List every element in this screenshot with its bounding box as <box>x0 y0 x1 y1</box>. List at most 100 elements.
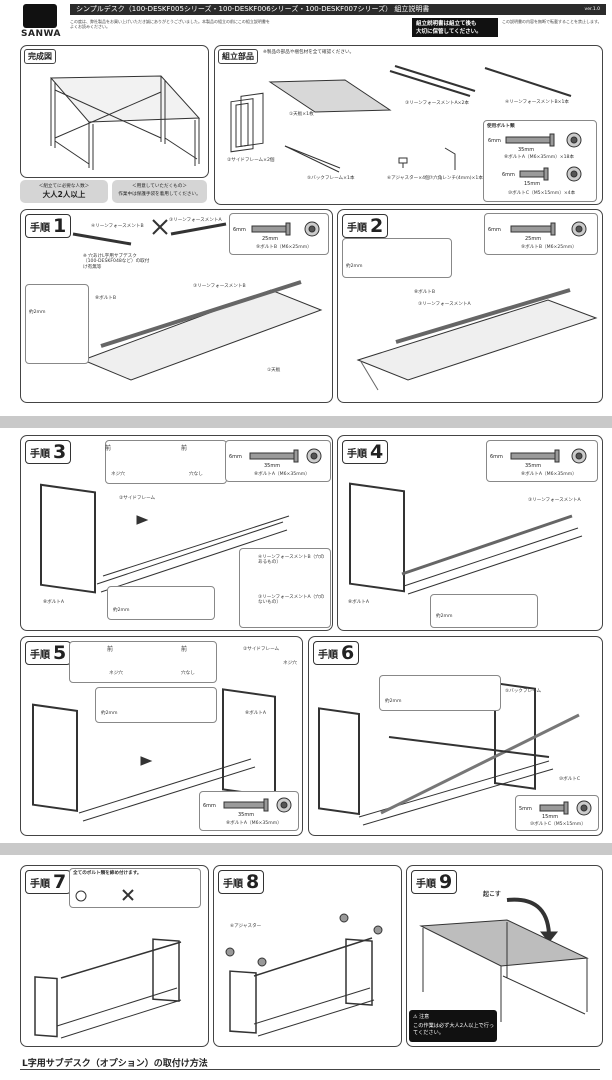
step-1-bolt-dia: 6mm <box>233 227 246 233</box>
step-5-bolt-name: ⑧ボルトA（M6×35mm） <box>226 821 282 826</box>
step-1-bolt-box: 6mm 25mm ⑨ボルトB（M6×25mm） <box>229 213 329 255</box>
caution-label: 注意 <box>419 1014 430 1020</box>
step-6-bolt-len: 15mm <box>542 814 559 820</box>
step-5-bolt-dia: 6mm <box>203 803 216 809</box>
step-6-bolt-box: 5mm 15mm ⑩ボルトC（M5×15mm） <box>515 795 599 831</box>
step-6-bolt-name: ⑩ボルトC（M5×15mm） <box>530 822 586 827</box>
bolt-a-length: 35mm <box>518 147 535 153</box>
step-5-bolt-box: 6mm 35mm ⑧ボルトA（M6×35mm） <box>199 791 299 831</box>
step-1-reinf-label: ③リーンフォースメントB <box>193 284 246 289</box>
part-side-frame-label: ②サイドフレーム×2個 <box>227 158 275 163</box>
step-1-bolt-name: ⑨ボルトB（M6×25mm） <box>256 245 312 250</box>
step-3-bolt-label: ⑧ボルトA <box>43 600 65 605</box>
parts-panel: 組立部品 ※製品の部品や梱包材を全て確認ください。 ①天板×1枚 ②サイドフレー… <box>214 45 603 205</box>
step-5-front-label2: 前 <box>181 646 188 653</box>
brand-mark-icon <box>23 4 57 28</box>
version-label: ver.1.0 <box>584 7 600 12</box>
copyright-note: この説明書の内容を無断で転載することを禁止します。 <box>502 19 602 24</box>
document-title-bar: シンプルデスク（100-DESKF005シリーズ・100-DESKF006シリー… <box>70 4 606 15</box>
step-number: 4 <box>370 440 384 463</box>
step-3-reinf-b-label: ④リーンフォースメントB（穴のあるもの） <box>258 555 325 566</box>
bolt-icon <box>510 448 587 464</box>
parts-title: 組立部品 <box>218 49 258 64</box>
step-3-gap-check-box <box>107 586 215 620</box>
step-9-raise-label: 起こす <box>483 891 501 898</box>
step-3-reinforcement-box: ④リーンフォースメントB（穴のあるもの） ③リーンフォースメントA（穴のないもの… <box>239 548 331 628</box>
part-reinforcement-a-label: ③リーンフォースメントA×2本 <box>405 101 469 106</box>
step-1-reinf-a-label: ③リーンフォースメントA <box>169 218 222 223</box>
step-5-screw-hole: ネジ穴 <box>109 671 123 676</box>
bolt-c-diameter: 6mm <box>502 172 515 178</box>
step-number: 6 <box>341 641 355 664</box>
step-2-reinf-label: ③リーンフォースメントA <box>418 302 471 307</box>
step-3-front-label2: 前 <box>181 445 188 452</box>
step-word: 手順 <box>318 649 338 661</box>
step-word: 手順 <box>30 222 50 234</box>
step-5-gap-label: 約2mm <box>101 711 118 716</box>
part-back-frame-label: ⑤バックフレーム×1本 <box>307 176 355 181</box>
l-desk-section-heading: L字用サブデスク（オプション）の取付け方法 <box>22 1059 208 1069</box>
brand-logo: SANWA <box>19 4 63 40</box>
part-reinforcement-b-label: ④リーンフォースメントB×1本 <box>505 100 569 105</box>
step-2-bolt-dia: 6mm <box>488 227 501 233</box>
keep-notice-line1: 組立説明書は組立て後も <box>416 21 477 27</box>
completed-title: 完成図 <box>24 49 56 64</box>
manual-page-1: SANWA シンプルデスク（100-DESKF005シリーズ・100-DESKF… <box>0 0 612 416</box>
step-3-gap-label: 約2mm <box>113 608 130 613</box>
bolt-icon <box>539 800 592 816</box>
step-word: 手順 <box>30 878 50 890</box>
bolt-c-label: ⑩ボルトC（M5×15mm）×4本 <box>508 191 576 196</box>
step-6-illustration <box>318 682 580 826</box>
step-1-gap-label: 約2mm <box>29 310 46 315</box>
step-3-front-label: 前 <box>105 445 112 452</box>
step-number: 7 <box>53 870 67 893</box>
step-3-no-hole: 穴なし <box>189 472 203 477</box>
keep-notice-line2: 大切に保管してください。 <box>416 29 482 35</box>
step-5-screw-hole2: ネジ穴 <box>283 661 297 666</box>
step-number: 5 <box>53 641 67 664</box>
step-1-bolt-len: 25mm <box>262 236 279 242</box>
part-hex-wrench-label: ⑦六角レンチ(4mm)×1本 <box>429 176 483 181</box>
part-top-label: ①天板×1枚 <box>289 112 314 117</box>
prepare-items-badge: ＜用意していただくもの＞ 作業中は保護手袋を着用してください。 <box>112 180 207 203</box>
step-7-illustration <box>34 889 182 1039</box>
step-7-tighten-label: 全てのボルト類を締め付けます。 <box>73 871 142 876</box>
step-word: 手順 <box>347 222 367 234</box>
step-5-no-hole: 穴なし <box>181 671 195 676</box>
step-2-bolt-label: ⑧ボルトB <box>414 290 436 295</box>
step-5-gap-check-box <box>95 687 217 723</box>
intro-note: この度は、弊社製品をお買い上げいただき誠にありがとうございました。本製品の組立の… <box>70 19 270 29</box>
bolt-c-length: 15mm <box>524 181 541 187</box>
prepare-value: 作業中は保護手袋を着用してください。 <box>118 192 201 197</box>
step-4-reinf-label: ③リーンフォースメントA <box>528 498 581 503</box>
step-3-side-frame-label: ②サイドフレーム <box>119 496 156 501</box>
step-4-bolt-name: ⑧ボルトA（M6×35mm） <box>521 472 577 477</box>
step-5-bolt-len: 35mm <box>238 812 255 818</box>
step-1-gap-check-box <box>25 284 89 364</box>
bolt-a-diameter: 6mm <box>488 138 501 144</box>
bolt-icon <box>223 797 292 813</box>
bolt-icon <box>510 221 587 237</box>
part-adjuster-label: ⑥アジャスター×4個 <box>387 176 430 181</box>
step-2-bolt-box: 6mm 25mm ⑨ボルトB（M6×25mm） <box>484 213 598 255</box>
bolt-icon <box>249 448 322 464</box>
step-3-bolt-name: ⑧ボルトA（M6×35mm） <box>254 472 310 477</box>
step-2-bolt-name: ⑨ボルトB（M6×25mm） <box>521 245 577 250</box>
step-3-bolt-box: 6mm 35mm ⑧ボルトA（M6×35mm） <box>225 440 331 482</box>
manual-header: SANWA シンプルデスク（100-DESKF005シリーズ・100-DESKF… <box>0 0 612 44</box>
step-word: 手順 <box>347 448 367 460</box>
step-1-top-label: ①天板 <box>267 368 281 373</box>
step-3-front-check-box <box>105 440 227 484</box>
keep-manual-notice: 組立説明書は組立て後も 大切に保管してください。 <box>412 18 498 37</box>
document-title: シンプルデスク（100-DESKF005シリーズ・100-DESKF006シリー… <box>76 5 430 13</box>
step-6-back-frame-label: ⑤バックフレーム <box>505 689 542 694</box>
assembly-people-badge: ＜組立てに必要な人数＞ 大人2人以上 <box>20 180 108 203</box>
